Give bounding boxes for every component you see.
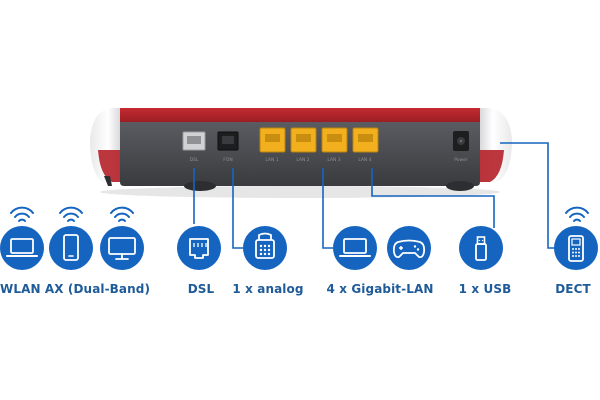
wifi-icon (110, 206, 134, 222)
telephone-icon (243, 226, 287, 270)
port-label-power: Power (454, 157, 468, 163)
smartphone-icon (49, 226, 93, 270)
router: DSL FON LAN 1 LAN 2 LAN 3 LAN 4 Power (90, 108, 512, 198)
wifi-waves (10, 206, 589, 222)
fon-port (217, 131, 239, 151)
cordless-phone-icon (554, 226, 598, 270)
label-dsl: DSL (187, 282, 215, 296)
label-wlan: WLAN AX (Dual-Band) (0, 282, 151, 296)
label-dect: DECT (555, 282, 591, 296)
monitor-icon (100, 226, 144, 270)
power-port (453, 131, 469, 151)
port-label-dsl: DSL (190, 157, 199, 163)
lan-ports (259, 127, 379, 153)
port-label-lan3: LAN 3 (327, 157, 340, 163)
wifi-icon (565, 206, 589, 222)
laptop-icon (0, 226, 44, 270)
label-gigabit-lan: 4 x Gigabit-LAN (326, 282, 434, 296)
laptop-icon (333, 226, 377, 270)
usb-stick-icon (459, 226, 503, 270)
wifi-icon (10, 206, 34, 222)
label-analog: 1 x analog (232, 282, 304, 296)
port-label-lan1: LAN 1 (265, 157, 278, 163)
connector-lines (193, 142, 558, 249)
dsl-port-icon (177, 226, 221, 270)
port-label-lan2: LAN 2 (296, 157, 309, 163)
gamepad-icon (387, 226, 431, 270)
wifi-icon (59, 206, 83, 222)
label-usb: 1 x USB (458, 282, 512, 296)
port-label-fon: FON (223, 157, 233, 163)
dsl-port (182, 131, 206, 151)
port-label-lan4: LAN 4 (358, 157, 371, 163)
